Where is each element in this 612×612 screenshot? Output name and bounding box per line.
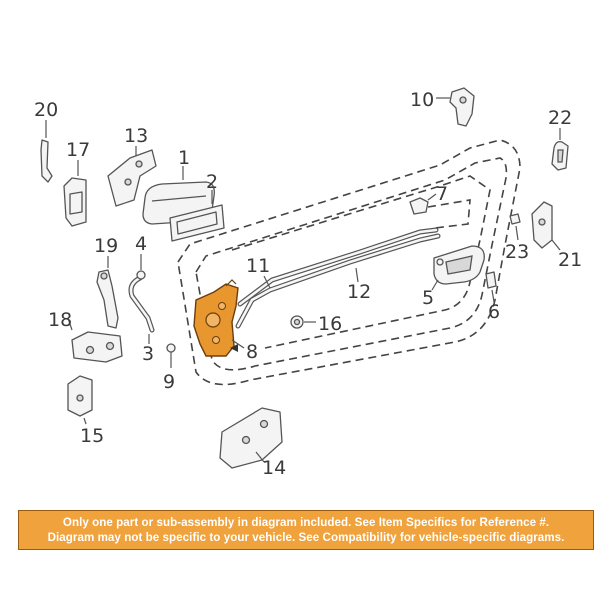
hinge-part-13 <box>107 146 157 207</box>
handle-bezel-part <box>169 190 225 242</box>
notice-line-1: Only one part or sub-assembly in diagram… <box>62 516 550 529</box>
door-outline <box>177 139 521 386</box>
callout-23: 23 <box>505 241 529 263</box>
callout-18: 18 <box>48 309 72 331</box>
notice-line-2: Diagram may not be specific to your vehi… <box>47 531 565 544</box>
callout-14: 14 <box>262 457 286 479</box>
striker-plate-part-21 <box>531 201 561 251</box>
hinge-bracket-part-17 <box>63 160 87 227</box>
callout-2: 2 <box>206 171 218 193</box>
callout-13: 13 <box>124 125 148 147</box>
hinge-block-part-15 <box>67 375 93 425</box>
callout-labels: 1 2 3 4 5 6 7 8 9 10 11 12 13 14 15 16 1… <box>34 89 582 479</box>
seal-clip-part-22 <box>551 128 569 171</box>
callout-22: 22 <box>548 107 572 129</box>
screw-part-23 <box>509 213 521 241</box>
callout-11: 11 <box>246 255 270 277</box>
check-strap-part-19 <box>96 256 119 329</box>
callout-3: 3 <box>142 343 154 365</box>
hinge-plate-part-18 <box>67 317 123 363</box>
callout-6: 6 <box>488 301 500 323</box>
callout-10: 10 <box>410 89 434 111</box>
striker-part-10 <box>436 87 475 127</box>
callout-8: 8 <box>246 341 258 363</box>
callout-7: 7 <box>436 183 448 205</box>
bracket-part-14 <box>219 407 283 469</box>
callout-20: 20 <box>34 99 58 121</box>
callout-21: 21 <box>558 249 582 271</box>
callout-19: 19 <box>94 235 118 257</box>
hinge-pin-part-20 <box>40 120 53 183</box>
bolt-part-9 <box>166 343 176 368</box>
callout-1: 1 <box>178 147 190 169</box>
trim-part-7 <box>409 193 437 215</box>
callout-17: 17 <box>66 139 90 161</box>
callout-12: 12 <box>347 281 371 303</box>
control-rods-part-11-12 <box>235 227 441 329</box>
callout-16: 16 <box>318 313 342 335</box>
notice-banner: Only one part or sub-assembly in diagram… <box>18 510 594 550</box>
callout-4: 4 <box>135 233 147 255</box>
inside-handle-part-5 <box>431 245 485 291</box>
clip-part-6 <box>485 271 497 303</box>
door-lock-actuator-part-8 <box>193 279 245 357</box>
lock-rod-part-4 <box>128 254 155 344</box>
callout-5: 5 <box>422 287 434 309</box>
callout-15: 15 <box>80 425 104 447</box>
callout-9: 9 <box>163 371 175 393</box>
grommet-part-16 <box>290 315 316 329</box>
